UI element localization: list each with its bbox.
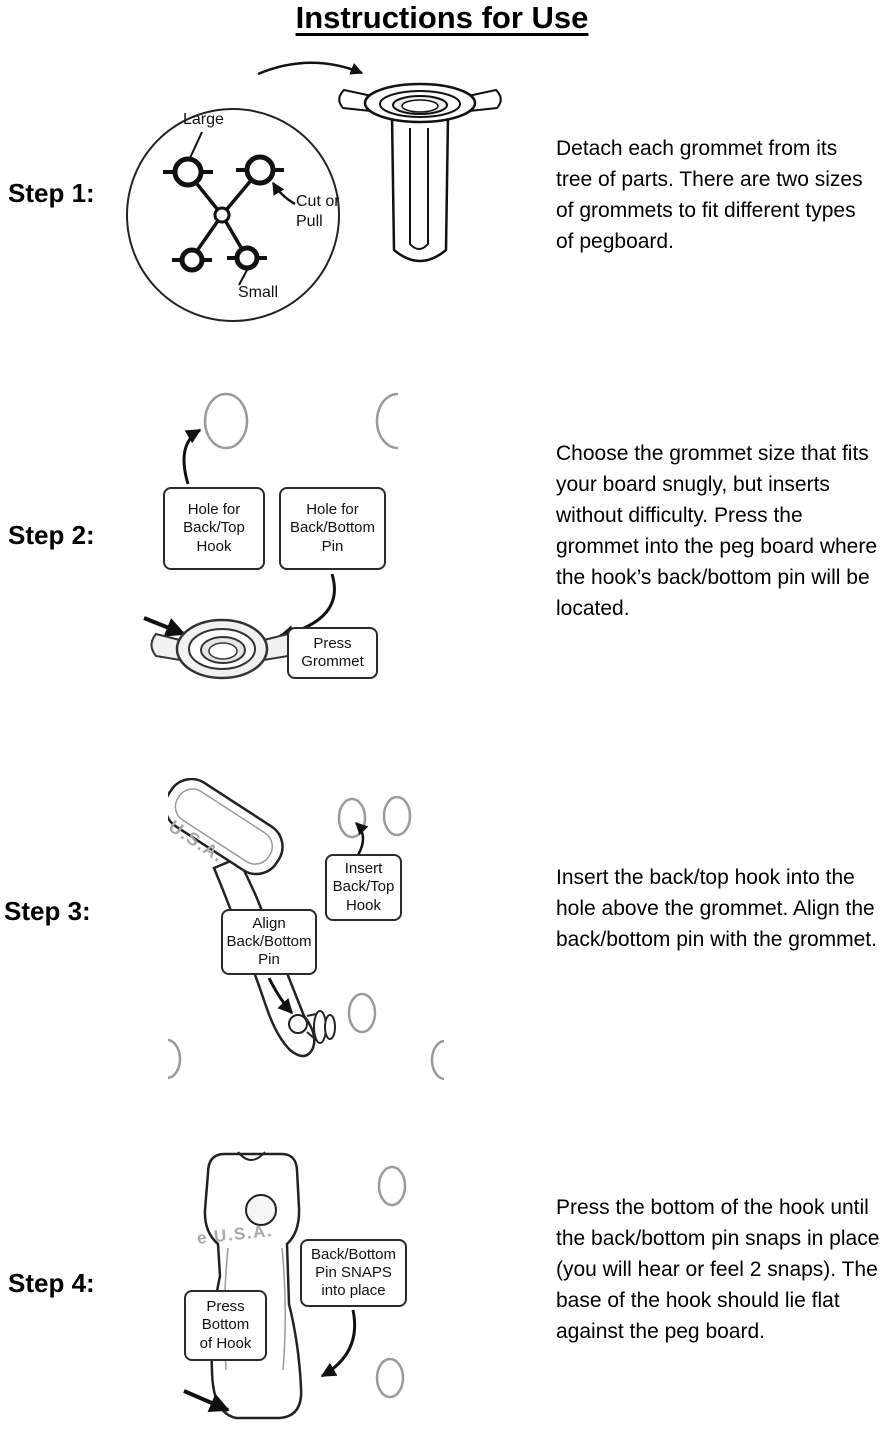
step3-align-back-bottom-pin-callout: Align Back/Bottom Pin <box>221 909 317 975</box>
step2-hole-back-top-hook-text: Hole for Back/Top Hook <box>183 501 245 555</box>
step2-illustration-press-grommet <box>143 392 399 680</box>
step3-align-back-bottom-pin-text: Align Back/Bottom Pin <box>226 914 312 969</box>
step1-description: Detach each grommet from its tree of par… <box>556 137 863 253</box>
step4-label: Step 4: <box>8 1268 95 1298</box>
step2-label: Step 2: <box>8 520 95 550</box>
step3-description: Insert the back/top hook into the hole a… <box>556 866 877 951</box>
step2-hole-back-top-hook-callout: Hole for Back/Top Hook <box>163 487 265 570</box>
step4-press-bottom-text: Press Bottom of Hook <box>199 1298 252 1352</box>
step1-illustration-grommet-tree <box>126 61 502 322</box>
step3-label: Step 3: <box>4 896 91 926</box>
step2-press-grommet-text: Press Grommet <box>301 634 364 670</box>
step3-insert-back-top-hook-text: Insert Back/Top Hook <box>332 860 395 914</box>
step1-small-label: Small <box>238 284 279 301</box>
step2-description: Choose the grommet size that fits your b… <box>556 442 878 620</box>
step4-description: Press the bottom of the hook until the b… <box>556 1196 880 1343</box>
step3-insert-back-top-hook-callout: Insert Back/Top Hook <box>325 854 402 921</box>
step4-pin-snaps-text: Back/Bottom Pin SNAPS into place <box>310 1245 397 1300</box>
step2-press-grommet-callout: Press Grommet <box>287 627 378 679</box>
page-title: Instructions for Use <box>295 0 589 35</box>
step2-hole-back-bottom-pin-text: Hole for Back/Bottom Pin <box>289 501 376 555</box>
step4-press-bottom-callout: Press Bottom of Hook <box>184 1290 267 1361</box>
step1-label: Step 1: <box>8 178 95 208</box>
step4-pin-snaps-callout: Back/Bottom Pin SNAPS into place <box>300 1239 407 1307</box>
step1-large-label: Large <box>183 111 224 128</box>
step2-hole-back-bottom-pin-callout: Hole for Back/Bottom Pin <box>279 487 386 570</box>
step1-cut-or-pull-label: Cut or Pull <box>296 193 340 230</box>
